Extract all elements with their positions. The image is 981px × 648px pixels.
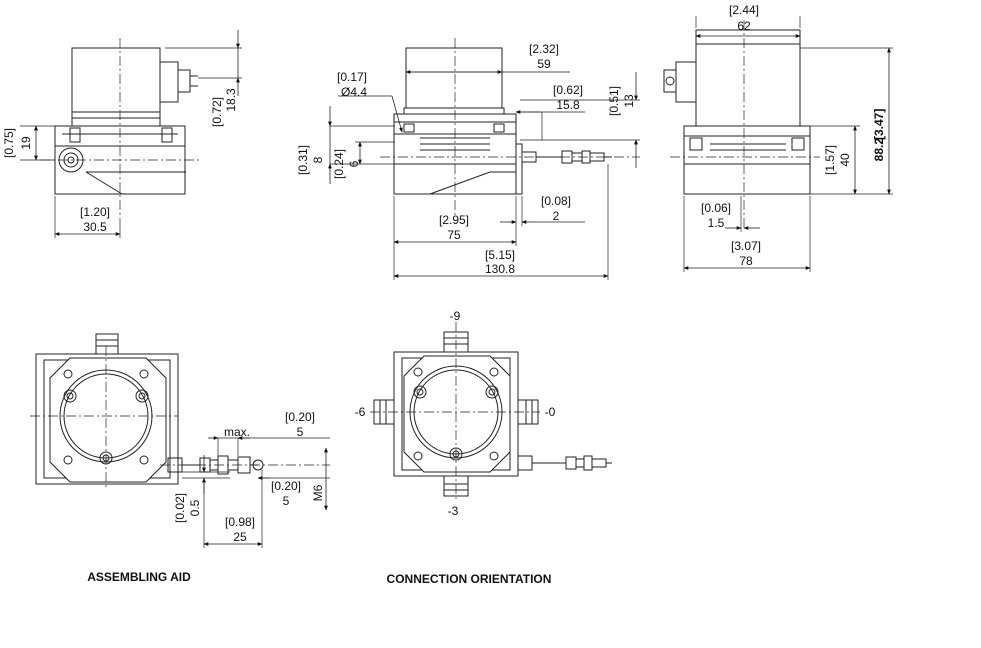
dim-label: M6	[311, 484, 325, 501]
dim-label: 75	[447, 228, 461, 242]
dim-label: 6	[347, 160, 361, 167]
dim-label: [0.20]	[285, 410, 315, 424]
dim-label: 13	[622, 94, 636, 108]
dim-label: [0.02]	[173, 493, 187, 523]
side-view-left	[20, 30, 242, 238]
dim-label: [2.44]	[729, 3, 759, 17]
connection-orientation-labels: -9 -6 -0 -3 CONNECTION ORIENTATION	[355, 309, 556, 586]
dim-label: [3.07]	[731, 239, 761, 253]
dim-label: [2.32]	[529, 42, 559, 56]
caption-connection-orientation: CONNECTION ORIENTATION	[387, 572, 552, 586]
dim-label: [5.15]	[485, 248, 515, 262]
dim-label: 15.8	[556, 98, 580, 112]
dim-label: [3.47]	[872, 109, 886, 140]
dim-label: max.	[224, 425, 250, 439]
dim-label: 19	[19, 136, 33, 150]
dim-label: [0.24]	[332, 149, 346, 179]
dim-label: 130.8	[485, 262, 515, 276]
dim-label: [0.72]	[210, 97, 224, 127]
side-view-right-labels: [2.44] 62 [1.57] 40 88.2 [3.47] [0.06] 1…	[701, 3, 886, 268]
connection-orientation-view	[370, 322, 612, 502]
dim-label: [0.06]	[701, 201, 731, 215]
dim-label: 30.5	[83, 220, 107, 234]
orientation-left-label: -6	[355, 405, 366, 419]
dim-label: [1.57]	[823, 145, 837, 175]
dim-label: 25	[233, 530, 247, 544]
dim-label: [0.20]	[271, 479, 301, 493]
caption-assembling-aid: ASSEMBLING AID	[87, 570, 191, 584]
side-view-right	[663, 16, 893, 272]
side-view-left-labels: [0.72] 18.3 [0.75] 19 [1.20] 30.5	[2, 88, 238, 234]
dim-label: [0.31]	[296, 145, 310, 175]
orientation-top-label: -9	[450, 309, 461, 323]
orientation-right-label: -0	[545, 405, 556, 419]
assembling-aid-labels: [0.20] max. 5 [0.20] 5 M6 [0.02] 0.5 [0.…	[87, 410, 325, 584]
front-view	[328, 38, 640, 280]
dim-label: 62	[737, 19, 751, 33]
dim-label: 8	[311, 156, 325, 163]
dim-label: [2.95]	[439, 213, 469, 227]
dim-label: [0.17]	[337, 70, 367, 84]
dim-label: 88.2	[872, 138, 886, 162]
dim-label: 5	[297, 425, 304, 439]
dim-label: [0.98]	[225, 515, 255, 529]
dim-label: [0.75]	[2, 128, 16, 158]
dim-label: [1.20]	[80, 205, 110, 219]
orientation-bottom-label: -3	[448, 504, 459, 518]
dim-label: 2	[553, 209, 560, 223]
dim-label: 40	[838, 153, 852, 167]
dim-label: 1.5	[708, 216, 725, 230]
dim-label: [0.62]	[553, 83, 583, 97]
front-view-labels: [2.32] 59 [0.17] Ø4.4 [0.62] 15.8 [0.51]…	[296, 42, 636, 276]
dim-label: 0.5	[188, 499, 202, 516]
dim-label: 59	[537, 57, 551, 71]
dim-label: 5	[283, 494, 290, 508]
dim-label: 78	[739, 254, 753, 268]
dim-label: Ø4.4	[341, 85, 367, 99]
dim-label: [0.08]	[541, 194, 571, 208]
dim-label: [0.51]	[607, 86, 621, 116]
assembling-aid-view	[30, 333, 330, 548]
dim-label: 18.3	[224, 88, 238, 112]
